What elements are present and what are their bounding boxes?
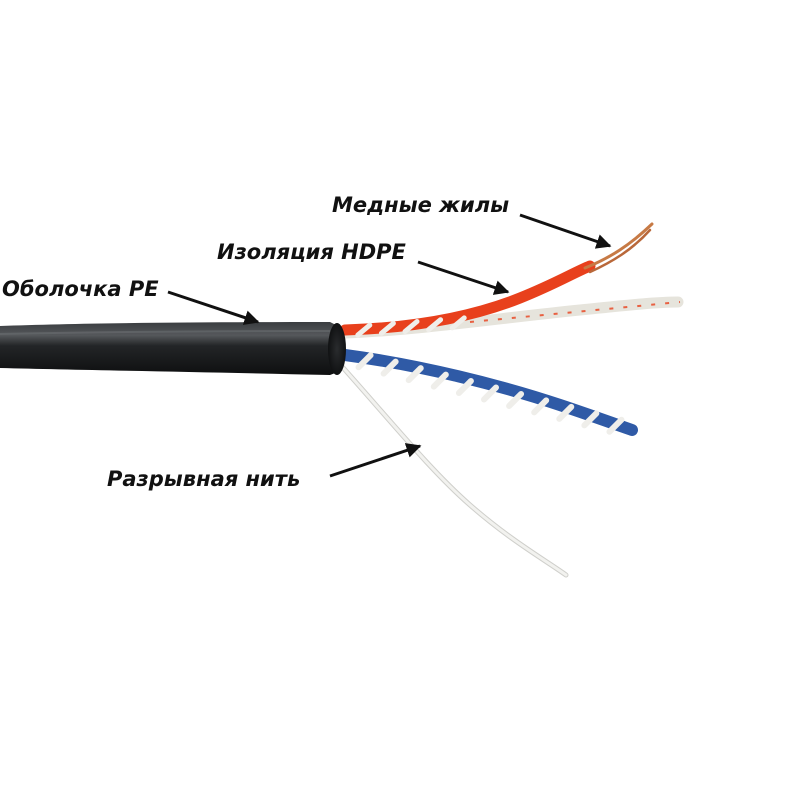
wire-twist-stripe (378, 320, 396, 336)
wire-twist-stripe (402, 319, 420, 334)
cable-jacket (0, 322, 346, 375)
label-pe-jacket: Оболочка PE (2, 277, 159, 301)
wire-twist-stripe (426, 317, 444, 333)
label-copper-cores: Медные жилы (332, 193, 509, 217)
wire-twist-stripe (481, 384, 499, 403)
label-hdpe-insulation: Изоляция HDPE (217, 240, 407, 264)
wire-twist-stripe (449, 315, 467, 331)
wire-twist-stripe (430, 371, 449, 390)
blue-white-pair (339, 349, 638, 436)
wire-twist-stripe (606, 416, 625, 435)
label-rip-cord: Разрывная нить (107, 467, 300, 491)
wire-twist-stripe (455, 378, 474, 397)
orange-white-pair (339, 260, 684, 339)
wire-twist-stripe (355, 322, 373, 338)
rip-cord-highlight (336, 360, 568, 577)
copper-cores (583, 222, 654, 274)
wire-twist-stripe (506, 390, 525, 409)
wire-twist-stripe (531, 397, 550, 416)
wire-twist-stripe (556, 403, 575, 422)
wire-twist-stripe (380, 358, 399, 377)
wire-twist-stripe (581, 410, 600, 429)
jacket-cut-end (328, 323, 346, 375)
wire-twist-stripe (405, 365, 424, 384)
arrow-head-icon (167, 290, 260, 325)
wire-twist-stripe (355, 352, 374, 371)
arrow-head-icon (417, 260, 510, 295)
arrow-head-icon (519, 213, 612, 249)
arrow-head-icon (329, 443, 422, 478)
